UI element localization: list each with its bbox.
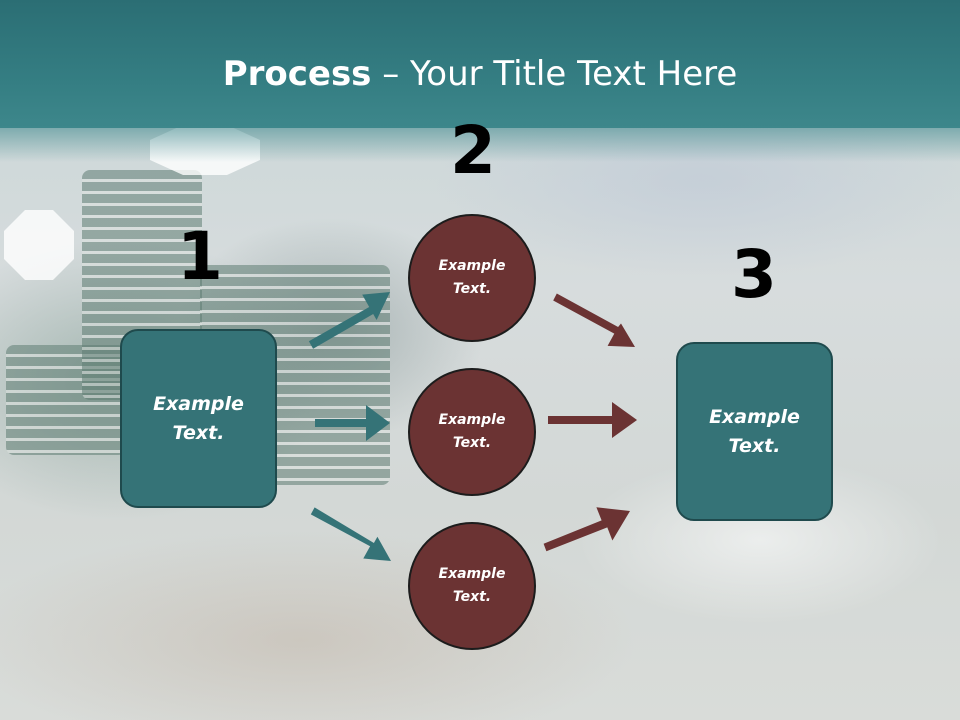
light-glare — [4, 210, 74, 280]
circle-text: Example Text. — [438, 412, 506, 451]
step2-circle-bottom: Example Text. — [408, 522, 536, 650]
step2-circle-top: Example Text. — [408, 214, 536, 342]
title-rest: – Your Title Text Here — [371, 54, 738, 94]
step1-box: Example Text. — [120, 329, 277, 508]
maroon-arrows — [543, 293, 637, 552]
step-number-1: 1 — [177, 218, 223, 295]
arrow-bottom-to-right — [543, 507, 630, 552]
slide-title: Process – Your Title Text Here — [0, 52, 960, 96]
title-band — [0, 0, 960, 162]
arrow-left-to-top — [308, 292, 390, 349]
title-bold: Process — [222, 54, 372, 94]
arrow-left-to-bottom — [310, 507, 391, 561]
circle-text: Example Text. — [438, 566, 506, 605]
step-number-3: 3 — [731, 236, 777, 313]
arrow-middle-to-right — [548, 402, 637, 438]
step3-text: Example Text. — [709, 405, 800, 457]
arrow-left-to-middle — [315, 405, 390, 441]
teal-arrows — [308, 292, 391, 561]
circle-text: Example Text. — [438, 258, 506, 297]
step2-circle-middle: Example Text. — [408, 368, 536, 496]
step1-text: Example Text. — [153, 392, 244, 444]
step3-box: Example Text. — [676, 342, 833, 521]
step-number-2: 2 — [450, 112, 496, 189]
arrow-top-to-right — [553, 293, 635, 347]
